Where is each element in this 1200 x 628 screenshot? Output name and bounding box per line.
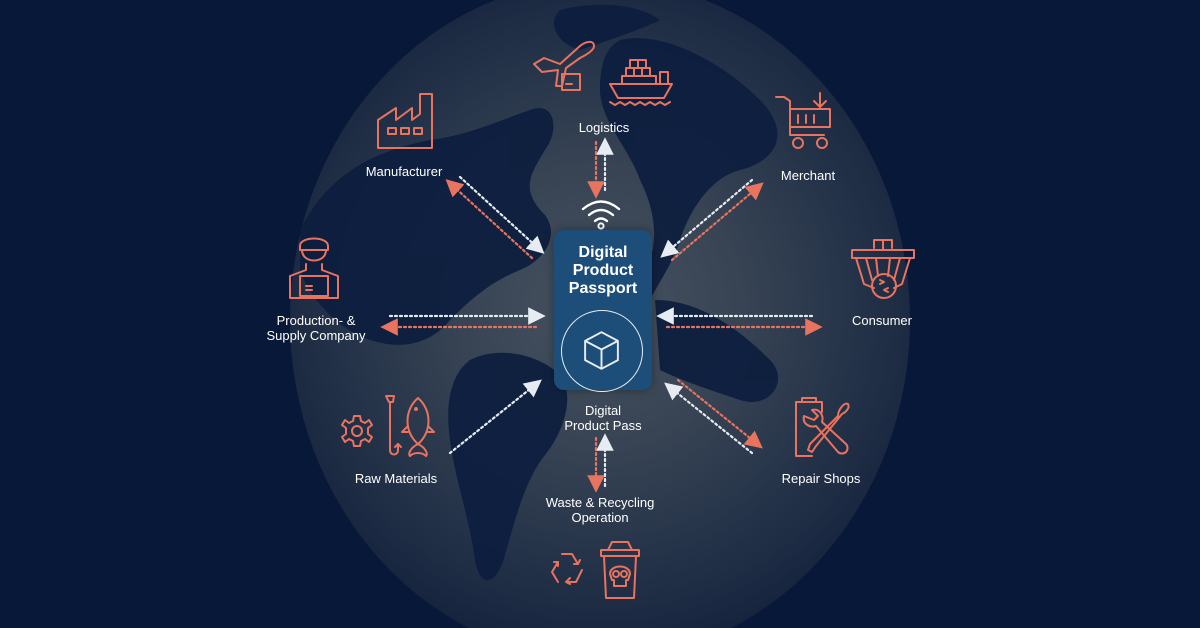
basket-icon [850,236,916,302]
center-caption: Digital Product Pass [564,403,642,433]
fish-icon [400,396,436,458]
wrench-screwdriver-icon [790,396,852,460]
factory-icon [374,92,436,150]
label-waste-recycling: Waste & Recycling Operation [545,495,655,525]
label-merchant: Merchant [780,168,836,183]
label-production-supply: Production- & Supply Company [266,313,366,343]
card-title: Digital Product Passport [568,244,638,297]
gear-icon [340,414,374,448]
label-logistics: Logistics [578,120,630,135]
arrow-merchant-in [660,178,754,258]
digital-product-passport-card[interactable]: Digital Product Passport [554,230,652,392]
recycle-icon [548,550,586,586]
cube-icon-circle [561,310,643,392]
shopping-cart-icon [774,91,836,153]
delivery-worker-icon [284,232,344,302]
toxic-bin-icon [598,540,642,600]
cube-icon [584,331,619,370]
wifi-icon [580,198,622,230]
arrow-raw-materials-in [448,379,542,455]
hook-icon [382,394,402,458]
label-consumer: Consumer [852,313,912,328]
arrow-merchant-out [670,182,764,262]
airplane-package-icon [530,34,600,96]
arrow-manufacturer-in [458,175,545,254]
label-manufacturer: Manufacturer [365,164,443,179]
arrow-repair-in [664,382,754,455]
label-raw-materials: Raw Materials [354,471,438,486]
label-repair-shops: Repair Shops [781,471,861,486]
arrow-repair-out [676,378,763,449]
arrow-manufacturer-out [445,179,534,260]
cargo-ship-icon [606,54,676,108]
